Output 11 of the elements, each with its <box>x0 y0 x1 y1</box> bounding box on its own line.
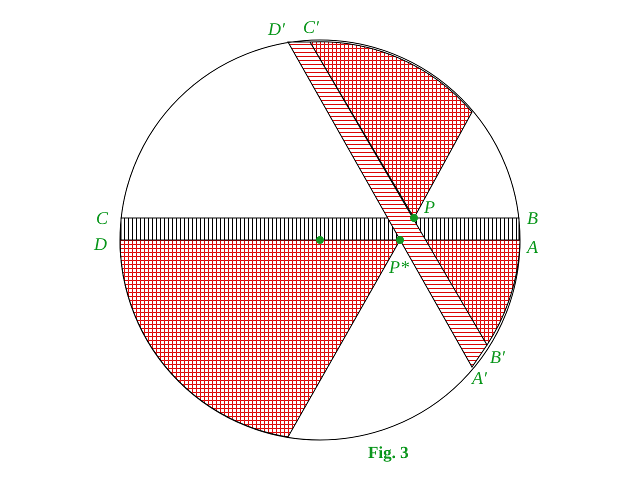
point-label: C′ <box>303 18 319 36</box>
point-label: A′ <box>472 369 487 387</box>
point-label: P* <box>389 258 409 276</box>
point-label: A <box>527 238 538 256</box>
point-label: D′ <box>268 20 285 38</box>
point-label: C <box>96 209 108 227</box>
point-label: D <box>94 235 107 253</box>
point-label: B <box>527 209 538 227</box>
point-label: B′ <box>490 348 505 366</box>
figure-caption: Fig. 3 <box>368 444 409 461</box>
point-label: P <box>424 198 435 216</box>
